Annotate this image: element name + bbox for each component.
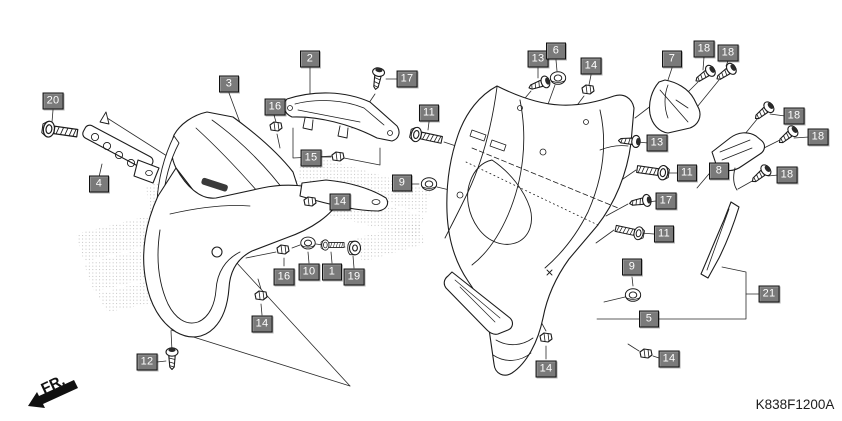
callout-11: 11 — [676, 164, 698, 182]
front-cover-part-drawing — [143, 111, 389, 338]
callout-14: 14 — [658, 350, 680, 368]
upper-bracket-part-drawing — [648, 79, 701, 134]
callout-2: 2 — [300, 50, 320, 68]
callout-16: 16 — [264, 98, 286, 116]
callout-18: 18 — [693, 40, 715, 58]
callout-17: 17 — [655, 192, 677, 210]
callout-19: 19 — [343, 268, 365, 286]
front-cover-assembly-drawing — [40, 66, 430, 387]
callout-12: 12 — [136, 353, 158, 371]
callout-3: 3 — [219, 75, 239, 93]
callout-11: 11 — [418, 104, 440, 122]
bracket-part-drawing — [82, 111, 160, 184]
callout-6: 6 — [546, 42, 566, 60]
callout-9: 9 — [622, 258, 642, 276]
callout-13: 13 — [527, 50, 549, 68]
callout-18: 18 — [807, 128, 829, 146]
inner-cover-part-drawing — [443, 85, 635, 376]
arrow-icon — [28, 380, 78, 408]
callout-17: 17 — [396, 70, 418, 88]
callout-1: 1 — [322, 263, 342, 281]
callout-4: 4 — [89, 175, 109, 193]
callout-14: 14 — [329, 193, 351, 211]
callout-20: 20 — [42, 92, 64, 110]
callout-18: 18 — [776, 166, 798, 184]
callout-7: 7 — [662, 50, 682, 68]
callout-15: 15 — [300, 149, 322, 167]
honda-logo-mark — [201, 177, 228, 192]
callout-16: 16 — [273, 268, 295, 286]
callout-14: 14 — [251, 315, 273, 333]
callout-14: 14 — [580, 57, 602, 75]
callout-13: 13 — [646, 134, 668, 152]
garnish-part-drawing — [283, 92, 400, 142]
callout-11: 11 — [653, 225, 675, 243]
diagram-code: K838F1200A — [756, 397, 835, 412]
callout-10: 10 — [298, 263, 320, 281]
callout-18: 18 — [783, 107, 805, 125]
callout-18: 18 — [717, 44, 739, 62]
inner-cover-assembly-drawing — [408, 56, 810, 376]
callout-5: 5 — [639, 310, 659, 328]
strip-part-drawing — [700, 201, 740, 279]
callout-14: 14 — [535, 360, 557, 378]
callout-21: 21 — [758, 285, 780, 303]
callout-8: 8 — [709, 162, 729, 180]
callout-9: 9 — [392, 174, 412, 192]
